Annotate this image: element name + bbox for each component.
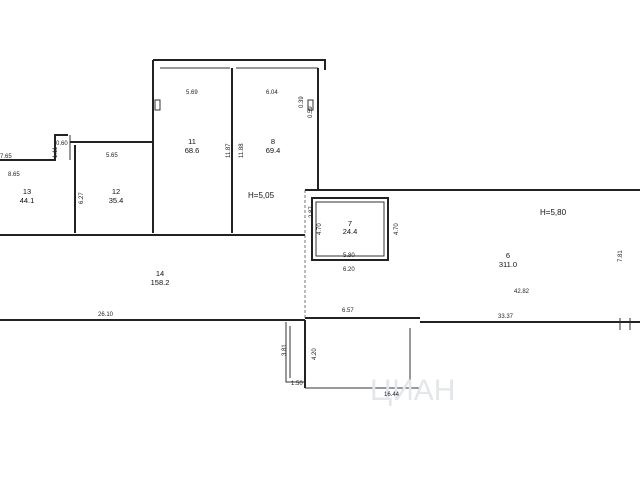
dim-0-39: 0.39 (299, 96, 305, 108)
dim-5-80: 5.80 (343, 253, 355, 259)
dim-2-87: 2.87 (309, 206, 315, 218)
dim-1-11: 1.11 (53, 146, 59, 158)
rooms-11-8-walls (152, 59, 326, 233)
dim-42-82: 42.82 (514, 289, 530, 295)
room-13-area: 44.1 (20, 196, 35, 205)
dim-0-59: 0.59 (308, 106, 314, 118)
height-left: H=5,05 (248, 191, 275, 200)
dim-11-88: 11.88 (239, 143, 245, 158)
watermark-text: ЦИАН (370, 374, 455, 407)
room-13-number: 13 (23, 187, 31, 196)
dim-11-87: 11.87 (226, 143, 232, 158)
room-7-area: 24.4 (343, 227, 358, 236)
dim-4-70-left: 4.70 (317, 223, 323, 235)
dim-0-60: 0.60 (56, 141, 68, 147)
dim-33-37: 33.37 (498, 314, 514, 320)
dim-26-10: 26.10 (98, 312, 114, 318)
right-edge-marks (619, 318, 631, 330)
room-6-area: 311.0 (499, 260, 517, 269)
dim-8-65: 8.65 (8, 172, 20, 178)
room-7-box (311, 197, 389, 261)
dim-6-04: 6.04 (266, 90, 278, 96)
room-11-number: 11 (188, 137, 196, 146)
dim-6-27: 6.27 (79, 192, 85, 204)
room-12-number: 12 (112, 187, 120, 196)
dim-7-65: 7.65 (0, 154, 12, 160)
dim-16-44: 16.44 (384, 392, 400, 398)
dim-4-20: 4.20 (312, 348, 318, 360)
room-6-number: 6 (506, 251, 510, 260)
dim-6-57: 6.57 (342, 308, 354, 314)
room-14-number: 14 (156, 269, 164, 278)
height-right: H=5,80 (540, 208, 567, 217)
main-walls (0, 189, 640, 389)
room-12-area: 35.4 (109, 196, 124, 205)
room-8-number: 8 (271, 137, 275, 146)
dim-6-20: 6.20 (343, 267, 355, 273)
dim-1-50: 1.50 (291, 381, 303, 387)
dim-4-70-right: 4.70 (394, 223, 400, 235)
dim-3-81: 3.81 (282, 344, 288, 356)
room-11-area: 68.6 (185, 146, 200, 155)
dim-5-65: 5.65 (106, 153, 118, 159)
dim-7-81: 7.81 (618, 250, 624, 262)
dim-5-69: 5.69 (186, 90, 198, 96)
room-14-area: 158.2 (151, 278, 170, 287)
room-7-number: 7 (348, 219, 352, 228)
room-8-area: 69.4 (266, 146, 281, 155)
room-13-walls (0, 134, 71, 161)
